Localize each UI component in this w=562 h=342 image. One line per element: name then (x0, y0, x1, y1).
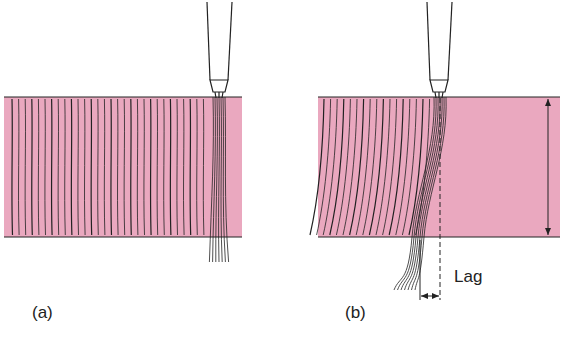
drag-line (44, 99, 46, 235)
drag-line (343, 99, 357, 235)
drag-line (64, 99, 66, 235)
dimension-label: Lag (452, 268, 484, 287)
drag-line (38, 99, 40, 235)
drag-line (77, 99, 79, 235)
drag-line (317, 99, 331, 235)
drag-line (176, 99, 178, 235)
drag-line (356, 99, 370, 235)
drag-line (25, 99, 27, 235)
drag-line (58, 99, 60, 235)
drag-line (117, 99, 119, 235)
drag-line (157, 99, 159, 235)
drag-line (310, 99, 324, 235)
drag-line (402, 99, 416, 235)
drag-line (376, 99, 390, 235)
drag-line (336, 99, 350, 235)
drag-line (170, 99, 172, 235)
drag-line (110, 99, 112, 235)
panel-label: (a) (30, 304, 55, 323)
drag-line (383, 99, 397, 235)
drag-line (218, 97, 220, 262)
drag-line (143, 99, 145, 235)
drag-line (196, 99, 198, 235)
drag-line (18, 99, 20, 235)
drag-line (130, 99, 132, 235)
drag-line (396, 99, 410, 235)
plate-a (4, 97, 242, 237)
torch-axis (440, 98, 441, 300)
drag-lines (12, 97, 446, 290)
drag-line (183, 99, 185, 235)
drag-line (405, 97, 441, 290)
drag-line (104, 99, 106, 235)
drag-line (137, 99, 139, 235)
drag-line (124, 99, 126, 235)
drag-line (389, 99, 403, 235)
drag-line (216, 97, 218, 262)
drag-line (71, 99, 73, 235)
torch-a (207, 2, 232, 98)
drag-line (11, 99, 13, 235)
drag-line (203, 99, 205, 235)
plate-b (318, 97, 560, 237)
lag-dimension (421, 296, 439, 297)
drag-line (51, 99, 53, 235)
drag-line (97, 99, 99, 235)
drag-line (213, 97, 216, 262)
drag-line (190, 99, 192, 235)
drag-line (398, 97, 437, 290)
drag-line (163, 99, 165, 235)
drag-line (150, 99, 152, 235)
drag-line (330, 99, 344, 235)
drag-line (408, 97, 442, 290)
drag-line (91, 99, 93, 235)
torch-b (427, 2, 452, 98)
drag-line (323, 99, 337, 235)
drag-line (221, 97, 222, 262)
thickness-dimension (548, 99, 549, 235)
drag-line (369, 99, 383, 235)
panel-label: (b) (343, 304, 368, 323)
extension-line (420, 240, 421, 300)
drag-line (31, 99, 33, 235)
drag-line (363, 99, 377, 235)
drag-line (394, 97, 434, 290)
drag-line (225, 97, 229, 262)
drag-line (412, 97, 445, 290)
drag-line (84, 99, 86, 235)
drag-line (350, 99, 364, 235)
